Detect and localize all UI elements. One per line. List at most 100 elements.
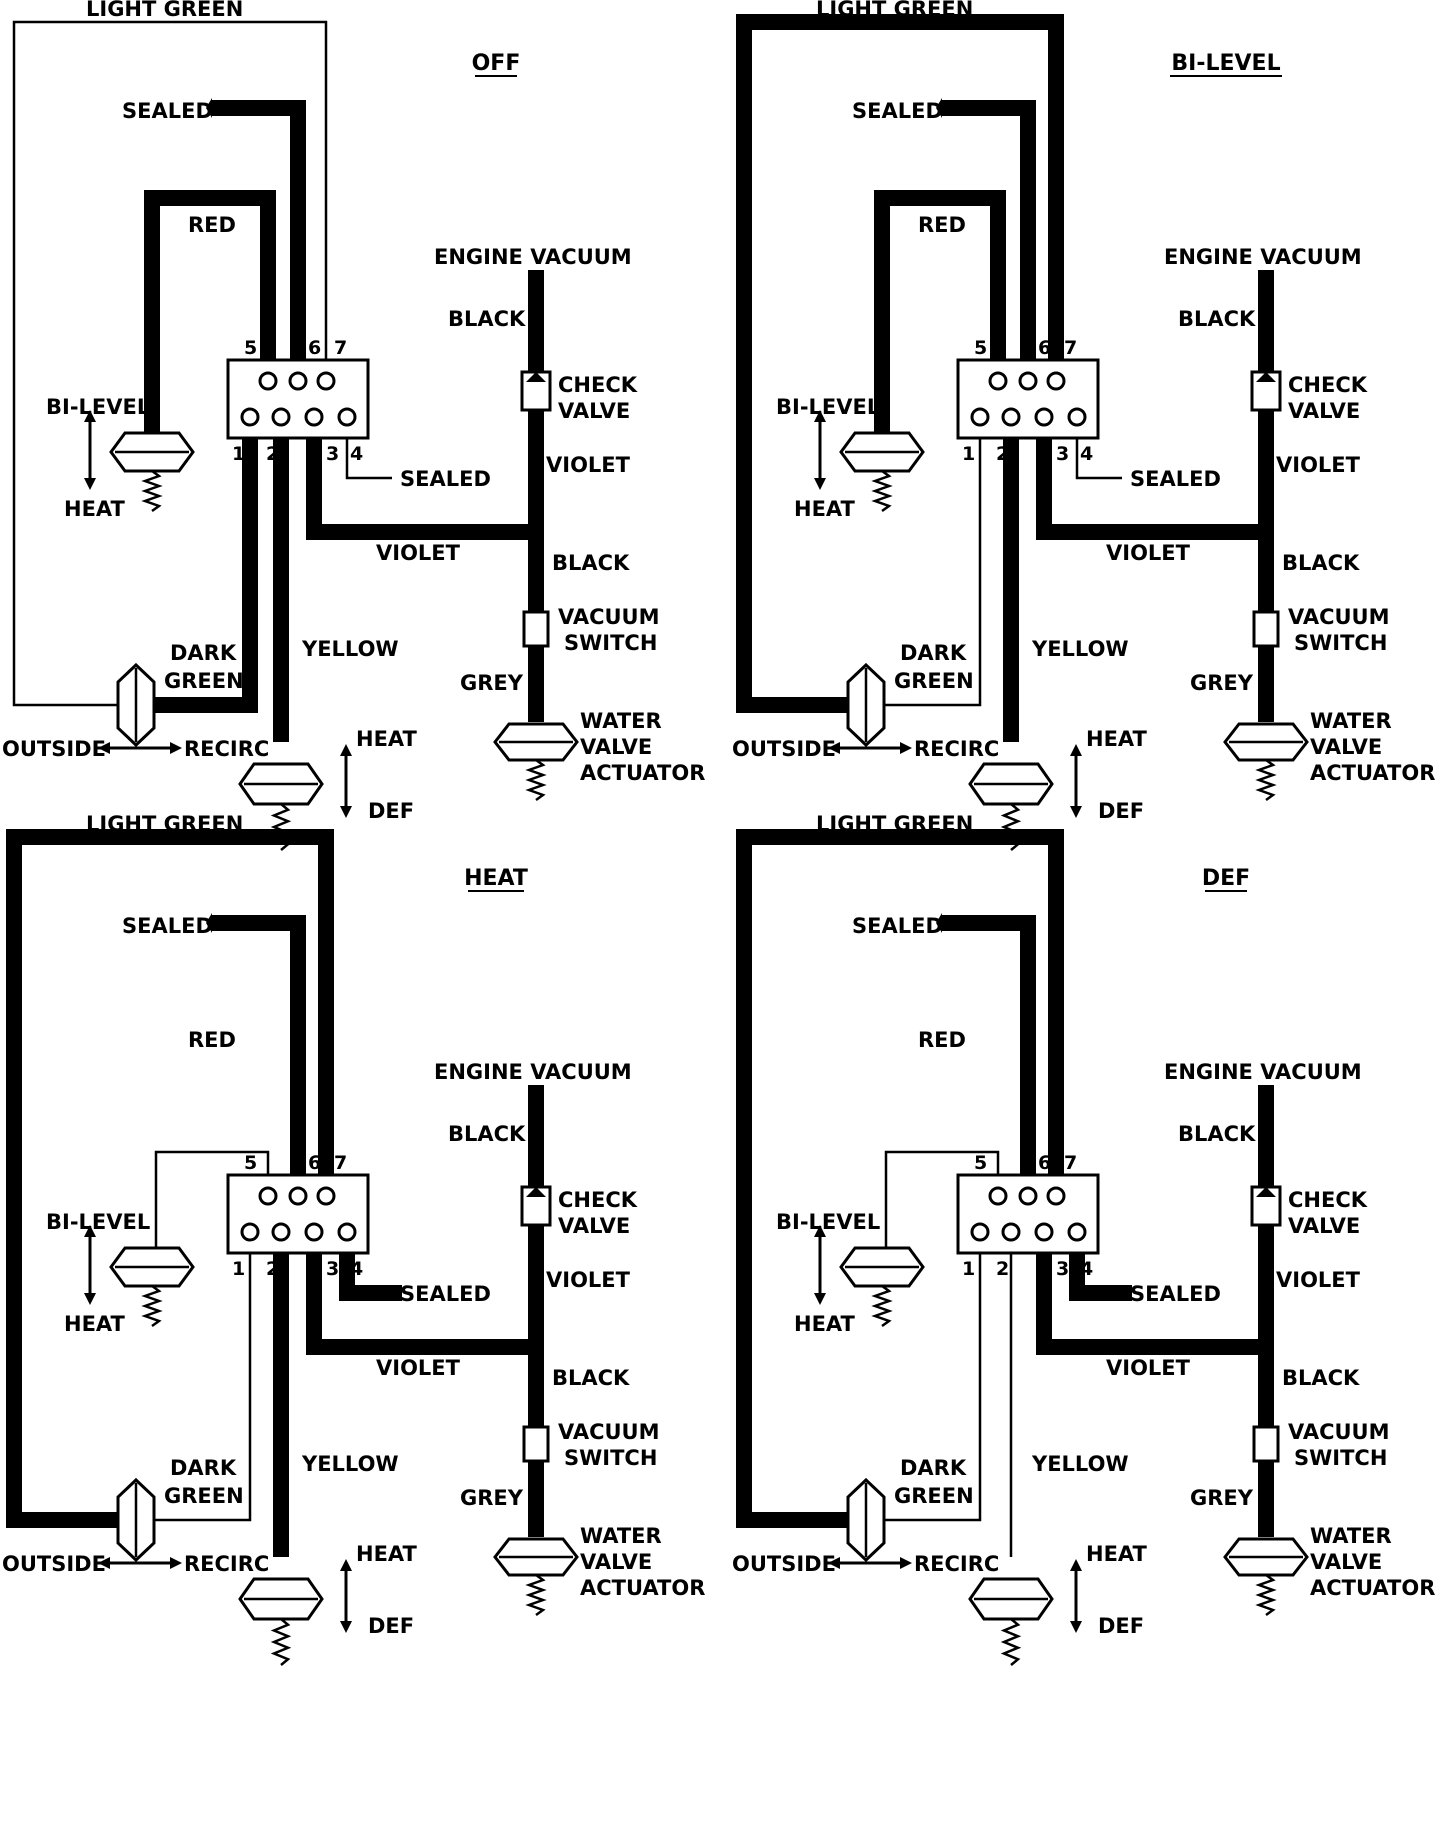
port-6-label: 6 (1038, 337, 1051, 359)
sealed-hose-port6 (212, 915, 306, 1196)
violet-hose-to-switch (306, 418, 536, 540)
sealed-hose-port6 (942, 100, 1036, 381)
red-label: RED (918, 213, 966, 237)
port-p6 (288, 371, 308, 391)
bi-level-label: BI-LEVEL (776, 1210, 880, 1234)
light-green-hose (6, 829, 334, 1528)
check-valve-arrow-icon (526, 372, 546, 382)
water-valve-label: VALVE (1310, 735, 1382, 759)
bi-level-heat-arrow-up-arrow-icon (814, 1225, 826, 1237)
outside-label: OUTSIDE (732, 1552, 836, 1576)
port-p7 (316, 371, 336, 391)
port-p7 (1046, 1186, 1066, 1206)
outside-recirc-arrow-right-arrow-icon (900, 742, 912, 754)
port-p3 (304, 1222, 324, 1242)
vacuum-switch (1252, 1425, 1280, 1463)
green-label: GREEN (164, 1484, 244, 1508)
port-p2 (271, 1222, 291, 1242)
heat-def-heat-label: HEAT (356, 1542, 418, 1566)
port-7-label: 7 (1064, 337, 1077, 359)
dark-label: DARK (900, 1456, 967, 1480)
check-valve-label: VALVE (558, 1214, 630, 1238)
port-6-label: 6 (308, 337, 321, 359)
check-label: CHECK (558, 373, 638, 397)
recirc-label: RECIRC (184, 1552, 269, 1576)
yellow-label: YELLOW (1031, 1452, 1129, 1476)
port-6-label: 6 (1038, 1152, 1051, 1174)
bi-level-heat-label: HEAT (64, 497, 126, 521)
outside-recirc-arrow-right-arrow-icon (170, 742, 182, 754)
heat-def-def-label: DEF (368, 1614, 414, 1638)
switch-label: SWITCH (564, 631, 657, 655)
heat-def-spring (270, 1618, 292, 1666)
port-p5 (258, 371, 278, 391)
port-p7 (316, 1186, 336, 1206)
outside-recirc-arrow-left-arrow-icon (828, 1557, 840, 1569)
actuator-label: ACTUATOR (580, 1576, 705, 1600)
bi-level-label: BI-LEVEL (776, 395, 880, 419)
port-4-label: 4 (1080, 443, 1093, 465)
port-p5 (258, 1186, 278, 1206)
water-label: WATER (580, 709, 662, 733)
light-green-label: LIGHT GREEN (86, 0, 243, 21)
panel-bilevel: LIGHT GREENSEALEDREDYELLOWDARKGREENVIOLE… (732, 0, 1435, 851)
port-p1 (970, 1222, 990, 1242)
light-green-hose (736, 14, 1064, 713)
vacuum-label: VACUUM (1288, 605, 1390, 629)
bi-level-heat-arrow-up-arrow-icon (814, 410, 826, 422)
dark-label: DARK (170, 1456, 237, 1480)
black-label-upper: BLACK (1178, 1122, 1256, 1146)
light-green-label: LIGHT GREEN (816, 812, 973, 836)
heat-def-def-label: DEF (368, 799, 414, 823)
port-2-label: 2 (266, 1258, 279, 1280)
port-p3 (1034, 407, 1054, 427)
port-4-label: 4 (350, 443, 363, 465)
violet-label-upper: VIOLET (546, 453, 631, 477)
port-5-label: 5 (974, 1152, 987, 1174)
vacuum-label: VACUUM (1288, 1420, 1390, 1444)
check-valve-arrow-icon (1256, 372, 1276, 382)
water-label: WATER (580, 1524, 662, 1548)
recirc-label: RECIRC (184, 737, 269, 761)
yellow-label: YELLOW (301, 637, 399, 661)
check-valve-label: VALVE (558, 399, 630, 423)
sealed-cap-icon (936, 913, 942, 933)
port-3-label: 3 (326, 1258, 339, 1280)
outside-label: OUTSIDE (2, 737, 106, 761)
port-5-label: 5 (244, 337, 257, 359)
port-5-label: 5 (974, 337, 987, 359)
actuator-label: ACTUATOR (1310, 761, 1435, 785)
recirc-label: RECIRC (914, 1552, 999, 1576)
grey-label: GREY (1190, 671, 1254, 695)
heat-def-arrow-down-arrow-icon (340, 1621, 352, 1633)
port-p2 (271, 407, 291, 427)
switch-label: SWITCH (1294, 1446, 1387, 1470)
violet-label-upper: VIOLET (1276, 453, 1361, 477)
sealed-label-top: SEALED (122, 914, 213, 938)
actuator-label: ACTUATOR (580, 761, 705, 785)
port-p3 (304, 407, 324, 427)
heat-def-heat-label: HEAT (1086, 1542, 1148, 1566)
heat-def-arrow-down-arrow-icon (1070, 806, 1082, 818)
outside-recirc-arrow-left-arrow-icon (828, 742, 840, 754)
water-valve-spring (1255, 758, 1277, 802)
port-1-label: 1 (232, 443, 245, 465)
port-p1 (970, 407, 990, 427)
sealed-label-top: SEALED (852, 914, 943, 938)
violet-hose-to-switch (1036, 418, 1266, 540)
violet-label-upper: VIOLET (546, 1268, 631, 1292)
port-5-label: 5 (244, 1152, 257, 1174)
vacuum-switch (1252, 610, 1280, 648)
red-hose (144, 190, 276, 432)
vacuum-label: VACUUM (558, 1420, 660, 1444)
light-green-label: LIGHT GREEN (816, 0, 973, 21)
port-2-label: 2 (996, 1258, 1009, 1280)
green-label: GREEN (894, 669, 974, 693)
grey-label: GREY (460, 1486, 524, 1510)
port-p7 (1046, 371, 1066, 391)
violet-label-lower: VIOLET (376, 1356, 461, 1380)
sealed-cap-icon (206, 913, 212, 933)
engine-vacuum-label: ENGINE VACUUM (434, 1060, 632, 1084)
port-p1 (240, 407, 260, 427)
